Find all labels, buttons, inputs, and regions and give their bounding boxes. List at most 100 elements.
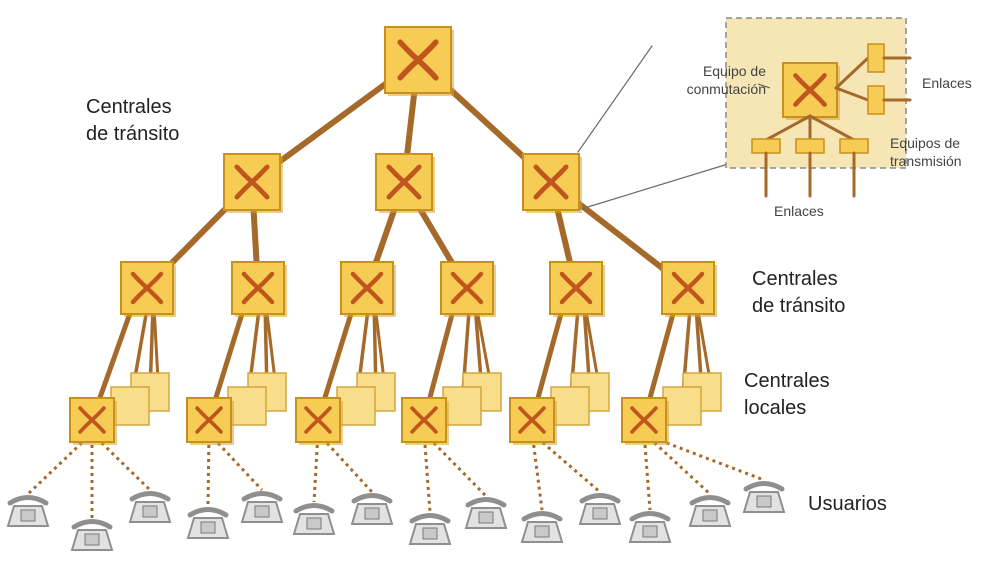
inset-connector-bottom (577, 163, 729, 211)
telephone-handset (7, 495, 49, 506)
switch-local-4 (401, 397, 449, 445)
telephone-handset (743, 481, 785, 492)
telephone-icon (688, 495, 732, 527)
switch-local-6 (621, 397, 669, 445)
telephone-icon (520, 511, 564, 543)
inset-label-links-bottom: Enlaces (774, 203, 824, 219)
telephone-icon (578, 493, 622, 525)
switch-icon (397, 39, 439, 81)
telephone-dial (422, 527, 438, 540)
switch-icon (450, 271, 484, 305)
subscriber-line (26, 436, 88, 496)
telephone-handset (187, 507, 229, 518)
inset-link (834, 56, 870, 90)
telephone-dial (20, 509, 36, 522)
telephone-icon (742, 481, 786, 513)
telephone-handset (293, 503, 335, 514)
subscriber-line (206, 437, 211, 507)
label-local-line2: locales (744, 397, 807, 419)
label-local-line1: Centrales (744, 370, 830, 392)
telephone-dial (306, 517, 322, 530)
telephone-handset (689, 495, 731, 506)
switch-icon (518, 406, 546, 434)
label-transit-mid: Centrales de tránsito (752, 266, 912, 320)
telephone-icon (292, 503, 336, 535)
switch-icon (241, 271, 275, 305)
telephone-icon (70, 519, 114, 551)
telephone-handset (71, 519, 113, 530)
telephone-dial (478, 511, 494, 524)
telephone-dial (534, 525, 550, 538)
inset-connector-top (577, 45, 653, 153)
inset-pointer (757, 83, 771, 89)
telephone-icon (186, 507, 230, 539)
telephone-icon (240, 491, 284, 523)
subscriber-line (536, 436, 601, 494)
switches-layer (69, 26, 722, 445)
subscriber-line (531, 437, 544, 511)
transmission-equipment (795, 138, 825, 154)
transmission-unit-bottom (795, 114, 825, 198)
label-transit-mid-line2: de tránsito (752, 295, 846, 317)
telephone-dial (142, 505, 158, 518)
inset-label-transmission-equipment: Equipos de transmisión (890, 134, 998, 170)
telephone-handset (241, 491, 283, 502)
subscriber-line (321, 436, 374, 494)
telephone-handset (629, 511, 671, 522)
subscriber-line (95, 436, 152, 492)
telephone-dial (200, 521, 216, 534)
telephone-icon (408, 513, 452, 545)
switch-icon (559, 271, 593, 305)
inset-link (808, 114, 856, 142)
switch-transit-lower-6 (661, 261, 717, 317)
switch-top-transit (384, 26, 454, 96)
inset-label-switching-line2: conmutación (686, 81, 766, 97)
telephone-dial (254, 505, 270, 518)
subscriber-line (312, 437, 320, 503)
switch-icon (793, 73, 827, 107)
telephone-dial (756, 495, 772, 508)
subscriber-line (653, 436, 765, 482)
switch-transit-3 (522, 153, 582, 213)
label-users: Usuarios (808, 493, 887, 515)
switch-local-stack (550, 386, 590, 426)
telephone-handset (579, 493, 621, 504)
switch-icon (234, 164, 270, 200)
switch-icon (630, 406, 658, 434)
inset-layer (577, 17, 912, 211)
switch-local-stack (110, 386, 150, 426)
switch-local-2 (186, 397, 234, 445)
inset-link (834, 86, 870, 102)
telephone-dial (592, 507, 608, 520)
telephone-icon (350, 493, 394, 525)
telephone-icon (128, 491, 172, 523)
switch-local-1 (69, 397, 117, 445)
switch-icon (195, 406, 223, 434)
switch-transit-lower-2 (231, 261, 287, 317)
switch-transit-1 (223, 153, 283, 213)
inset-label-transmission-line1: Equipos de (890, 135, 961, 151)
switch-transit-lower-3 (340, 261, 396, 317)
switch-icon (386, 164, 422, 200)
subscriber-lines-layer (26, 436, 765, 518)
switch-box (522, 153, 580, 211)
switch-local-3 (295, 397, 343, 445)
switch-transit-lower-5 (549, 261, 605, 317)
switch-transit-lower-1 (120, 261, 176, 317)
telephone-handset (129, 491, 171, 502)
inset-label-transmission-line2: transmisión (890, 153, 962, 169)
inset-switch (782, 62, 840, 120)
telephone-icon (628, 511, 672, 543)
switch-local-stack (442, 386, 482, 426)
label-local: Centrales locales (744, 368, 904, 422)
transmission-unit-right (834, 85, 912, 115)
transmission-unit-bottom (751, 114, 812, 198)
subscriber-line (422, 437, 432, 513)
telephone-dial (702, 509, 718, 522)
transmission-unit-bottom (808, 114, 869, 198)
inset-label-switching-line1: Equipo de (702, 63, 766, 79)
subscriber-line (427, 436, 488, 498)
label-transit-top-line1: Centrales (86, 96, 172, 118)
switch-icon (533, 164, 569, 200)
